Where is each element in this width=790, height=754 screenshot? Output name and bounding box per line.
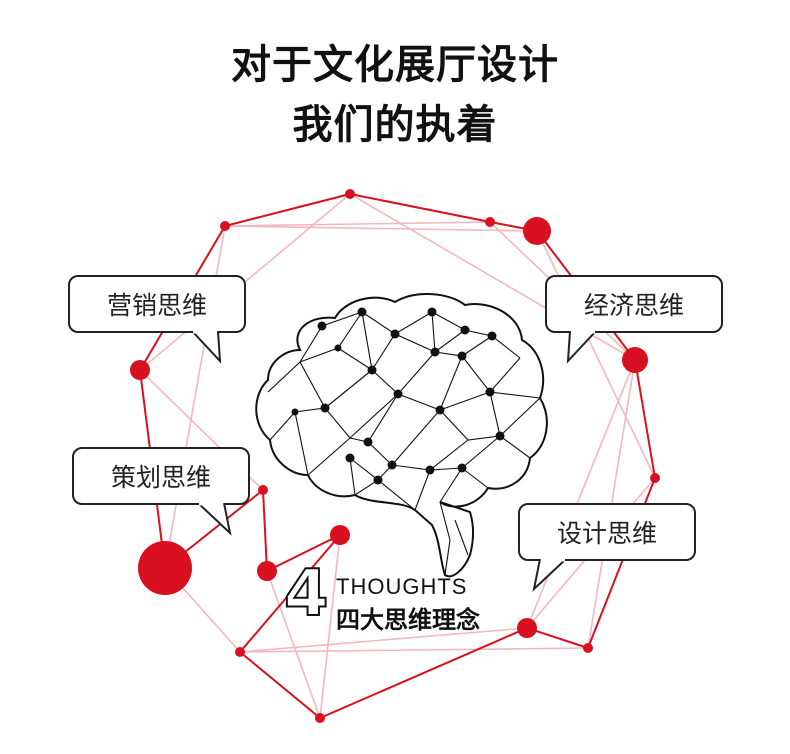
node bbox=[130, 360, 150, 380]
node bbox=[235, 647, 245, 657]
brain-nodes bbox=[291, 307, 505, 485]
thoughts-chinese: 四大思维理念 bbox=[336, 606, 480, 634]
thoughts-number: 4 bbox=[283, 557, 330, 631]
node bbox=[517, 618, 537, 638]
page-title-line2: 我们的执着 bbox=[292, 102, 498, 148]
bubble-economic-tail bbox=[566, 331, 597, 364]
bubble-economic: 经济思维 bbox=[545, 275, 723, 333]
bubble-marketing-tail bbox=[191, 331, 222, 364]
brain-icon bbox=[255, 293, 548, 578]
node bbox=[257, 561, 277, 581]
node bbox=[315, 713, 325, 723]
node bbox=[622, 347, 648, 373]
bubble-planning-label: 策划思维 bbox=[110, 463, 211, 492]
node bbox=[138, 541, 192, 595]
node bbox=[485, 217, 495, 227]
bubble-economic-label: 经济思维 bbox=[583, 291, 684, 320]
node bbox=[583, 643, 593, 653]
node bbox=[220, 221, 230, 231]
four-thoughts-label: 4 THOUGHTS 四大思维理念 bbox=[283, 561, 544, 634]
node bbox=[650, 473, 660, 483]
bubble-design-tail bbox=[532, 559, 567, 592]
thoughts-english: THOUGHTS bbox=[336, 574, 468, 599]
node bbox=[523, 217, 551, 245]
red-nodes bbox=[130, 189, 660, 723]
bubble-design-label: 设计思维 bbox=[556, 519, 657, 548]
page-title-line1: 对于文化展厅设计 bbox=[231, 42, 559, 88]
bubble-planning-tail bbox=[197, 503, 232, 536]
node bbox=[345, 189, 355, 199]
node bbox=[258, 485, 268, 495]
bubble-design: 设计思维 bbox=[518, 503, 696, 561]
bubble-marketing: 营销思维 bbox=[68, 275, 246, 333]
bubble-planning: 策划思维 bbox=[72, 447, 250, 505]
node bbox=[330, 525, 350, 545]
bubble-marketing-label: 营销思维 bbox=[106, 291, 207, 320]
